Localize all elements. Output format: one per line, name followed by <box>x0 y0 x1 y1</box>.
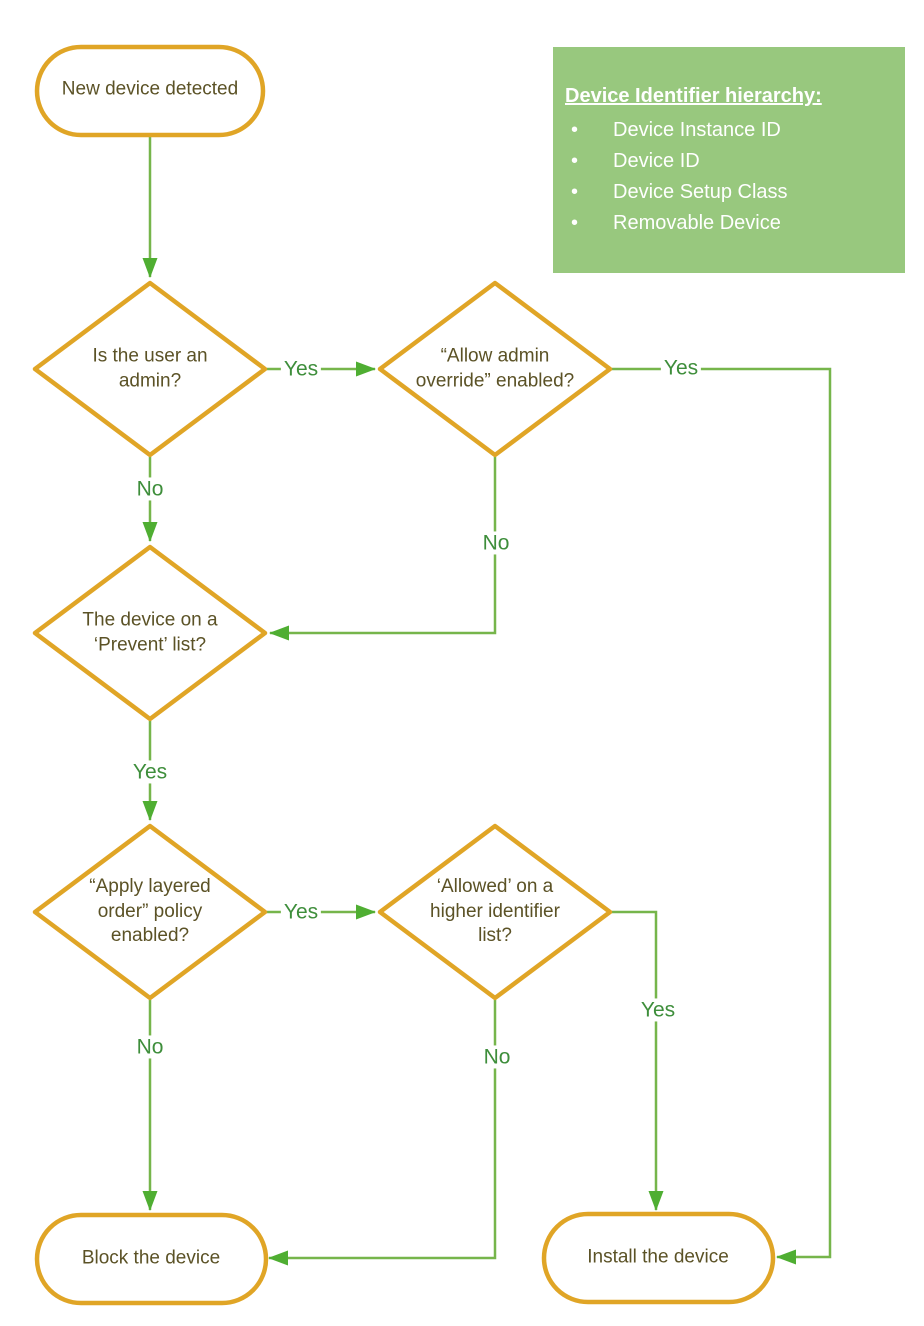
list-item: Device Setup Class <box>565 177 895 208</box>
list-item: Device ID <box>565 146 895 177</box>
edge-label-layered-yes: Yes <box>280 900 322 924</box>
edge-higher-yes-to-install <box>612 910 664 1212</box>
edge-label-prevent-yes: Yes <box>129 760 171 784</box>
edge-label-layered-no: No <box>133 1035 167 1059</box>
decision-prevent-shape <box>32 544 268 722</box>
decision-layered-shape <box>32 823 268 1001</box>
decision-admin-shape <box>32 280 268 458</box>
edge-label-higher-no: No <box>480 1045 514 1069</box>
info-box-title: Device Identifier hierarchy: <box>565 85 822 107</box>
edge-label-override-yes: Yes <box>660 356 702 380</box>
decision-override-label: “Allow admin override” enabled? <box>415 345 575 391</box>
decision-layered-label: “Apply layered order” policy enabled? <box>89 875 211 947</box>
info-box: Device Identifier hierarchy: Device Inst… <box>553 47 905 273</box>
block-node-label: Block the device <box>81 1247 221 1269</box>
decision-override-shape <box>377 280 613 458</box>
decision-higher-shape <box>377 823 613 1001</box>
decision-prevent-label: The device on a ‘Prevent’ list? <box>82 609 218 655</box>
list-item: Device Instance ID <box>565 115 895 146</box>
decision-admin-label: Is the user an admin? <box>92 345 208 391</box>
block-node-shape <box>34 1212 269 1306</box>
edge-label-higher-yes: Yes <box>637 998 679 1022</box>
start-node-shape <box>34 44 266 138</box>
install-node-shape <box>541 1211 776 1305</box>
edge-override-yes-to-install <box>612 367 832 1265</box>
edge-label-admin-yes: Yes <box>280 357 322 381</box>
decision-higher-label: ‘Allowed’ on a higher identifier list? <box>430 875 560 947</box>
edge-label-admin-no: No <box>133 477 167 501</box>
install-node-label: Install the device <box>587 1246 729 1268</box>
edge-label-override-no: No <box>479 531 513 555</box>
start-node-label: New device detected <box>61 78 239 100</box>
edge-override-no-to-prevent <box>268 457 497 641</box>
list-item: Removable Device <box>565 208 895 239</box>
info-box-list: Device Instance ID Device ID Device Setu… <box>565 115 895 239</box>
edge-higher-no-to-block <box>267 1000 497 1266</box>
